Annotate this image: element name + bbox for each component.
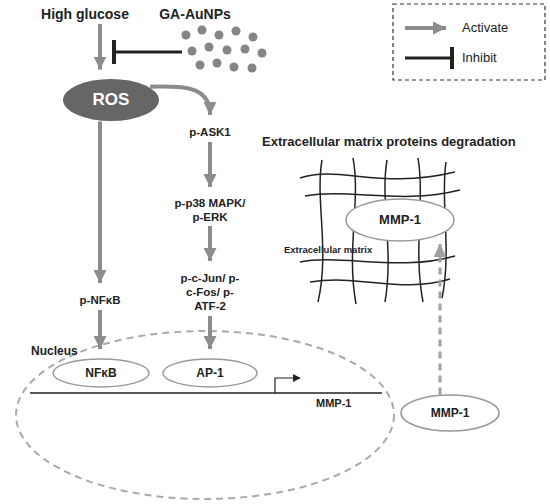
node-label: p-p38 MAPK/ p-ERK [168, 197, 252, 225]
activation-arrow [208, 316, 212, 349]
node-label: p-NFκB [80, 294, 121, 308]
node-label: p-ASK1 [189, 126, 231, 140]
ellipse-outline [401, 395, 499, 431]
node-label: High glucose [41, 6, 129, 23]
nanoparticle [182, 31, 191, 40]
activate-sample [405, 26, 446, 30]
annotation-label: Extracellular matrix [284, 244, 372, 255]
fibre [300, 172, 455, 179]
legend-text: Activate [462, 20, 508, 36]
annotation-label: Extracellular matrix proteins degradatio… [262, 134, 516, 150]
fibre [310, 279, 450, 285]
legend-text: Inhibit [462, 50, 497, 66]
inhibit-sample [405, 57, 450, 60]
nanoparticle [249, 33, 258, 42]
nanoparticle [205, 43, 214, 52]
ellipse-outline [63, 79, 159, 121]
nanoparticle [215, 31, 224, 40]
ellipse-node: MMP-1 [400, 394, 500, 432]
node-label: ROS [93, 90, 130, 110]
ellipse-outline [53, 359, 149, 387]
legend-box [393, 4, 545, 80]
fibre [305, 190, 460, 196]
nanoparticle [230, 63, 239, 72]
nanoparticle [241, 45, 250, 54]
activation-arrow [208, 226, 212, 261]
inhibit-line [116, 51, 182, 54]
annotation-label: MMP-1 [316, 397, 351, 410]
secretion-arrow [439, 244, 442, 394]
transcription-arrow [275, 378, 300, 393]
activation-arrow [98, 24, 102, 70]
activation-arrow [98, 121, 102, 283]
nucleus-compartment: NucleusNFκB AP-1 [15, 330, 395, 500]
inhibit-bar [112, 40, 116, 64]
dna-line [30, 392, 382, 394]
text-node: p-c-Jun/ p-c-Fos/ p-ATF-2 [176, 270, 244, 316]
legend-label: Inhibit [462, 50, 497, 65]
node-label: AP-1 [196, 366, 223, 380]
fibre [318, 160, 323, 302]
compartment-label: Nucleus [31, 344, 78, 358]
ellipse-node: MMP-1 [345, 198, 455, 242]
node-label: p-c-Jun/ p-c-Fos/ p-ATF-2 [176, 272, 244, 313]
ellipse-node: ROS [62, 78, 160, 122]
text-node: p-p38 MAPK/ p-ERK [168, 196, 252, 226]
legend-label: Activate [462, 20, 508, 35]
nanoparticle [188, 47, 197, 56]
text-node: p-ASK1 [180, 124, 240, 142]
nanoparticle [223, 46, 232, 55]
matrix-fibres [300, 158, 460, 304]
node-label: NFκB [85, 366, 116, 380]
node-label: GA-AuNPs [159, 6, 231, 23]
text-node: GA-AuNPs [150, 4, 240, 24]
nanoparticle-dots [182, 26, 267, 73]
ellipse-node: AP-1 [162, 358, 258, 388]
nanoparticle [258, 49, 267, 58]
ellipse-outline [346, 199, 454, 241]
ellipse-node: NFκB [52, 358, 150, 388]
nanoparticle [198, 26, 207, 35]
inhibit-sample-bar [450, 47, 454, 69]
activation-arrow [208, 142, 212, 187]
nanoparticle [232, 27, 241, 36]
nanoparticle [213, 59, 222, 68]
activation-arrow [98, 310, 102, 349]
activation-arrow [150, 87, 210, 115]
nanoparticle [248, 64, 257, 73]
text-node: p-NFκB [66, 292, 134, 310]
nucleus-outline [16, 331, 394, 499]
nanoparticle [196, 61, 205, 70]
node-label: MMP-1 [379, 212, 421, 228]
ellipse-outline [163, 359, 257, 387]
text-node: High glucose [30, 4, 140, 24]
node-label: MMP-1 [431, 406, 470, 420]
